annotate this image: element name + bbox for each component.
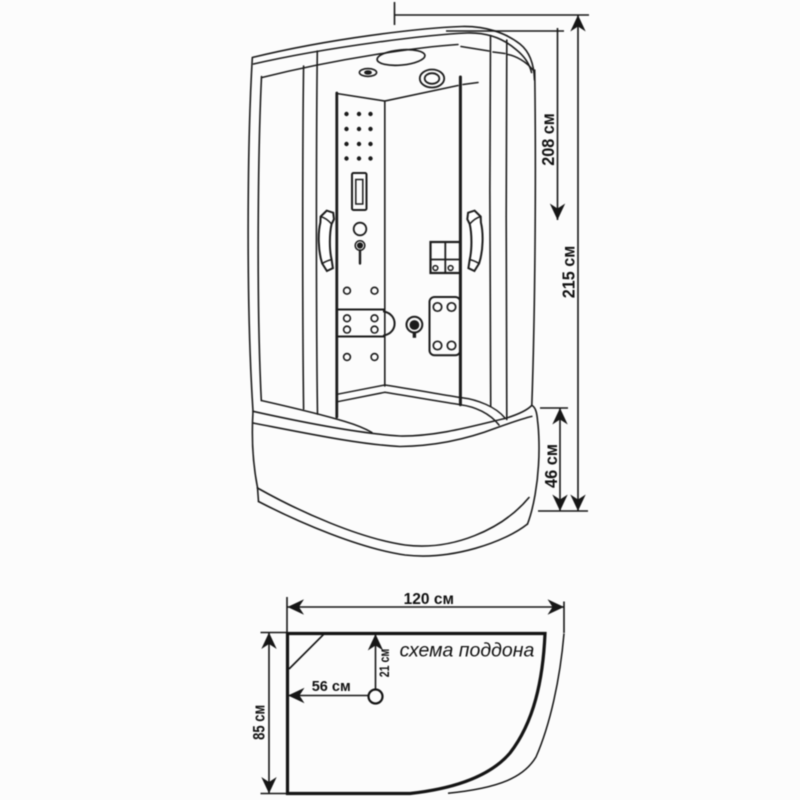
svg-text:208 см: 208 см	[538, 113, 558, 166]
svg-text:215 см: 215 см	[559, 246, 579, 299]
svg-text:схема поддона: схема поддона	[400, 640, 535, 662]
svg-text:56 см: 56 см	[312, 679, 351, 695]
svg-text:21 см: 21 см	[376, 649, 392, 678]
svg-text:85 см: 85 см	[250, 705, 269, 740]
svg-text:120 см: 120 см	[404, 591, 454, 608]
svg-text:46 см: 46 см	[541, 444, 561, 488]
